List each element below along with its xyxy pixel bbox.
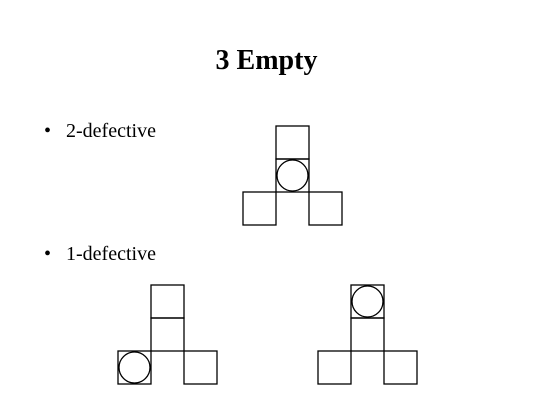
square-center [275,158,310,193]
bullet-item-2-defective: • 2-defective [44,119,156,143]
bullet-marker: • [44,243,52,265]
square-bottom-left [242,191,277,226]
square-bottom-left [117,350,152,385]
square-top [150,284,185,319]
bullet-text: 2-defective [66,120,156,142]
square-top [275,125,310,160]
bullet-marker: • [44,120,52,142]
square-bottom-right [308,191,343,226]
slide-title: 3 Empty [215,45,318,76]
square-center [350,317,385,352]
figure-2-defective [242,125,343,226]
bullet-text: 1-defective [66,243,156,265]
square-bottom-right [383,350,418,385]
circle-marker [276,159,309,192]
bullet-item-1-defective: • 1-defective [44,242,156,266]
square-bottom-right [183,350,218,385]
circle-marker [118,351,151,384]
figure-1-defective-left [117,284,218,385]
square-center [150,317,185,352]
square-top [350,284,385,319]
square-bottom-left [317,350,352,385]
figure-1-defective-right [317,284,418,385]
circle-marker [351,285,384,318]
